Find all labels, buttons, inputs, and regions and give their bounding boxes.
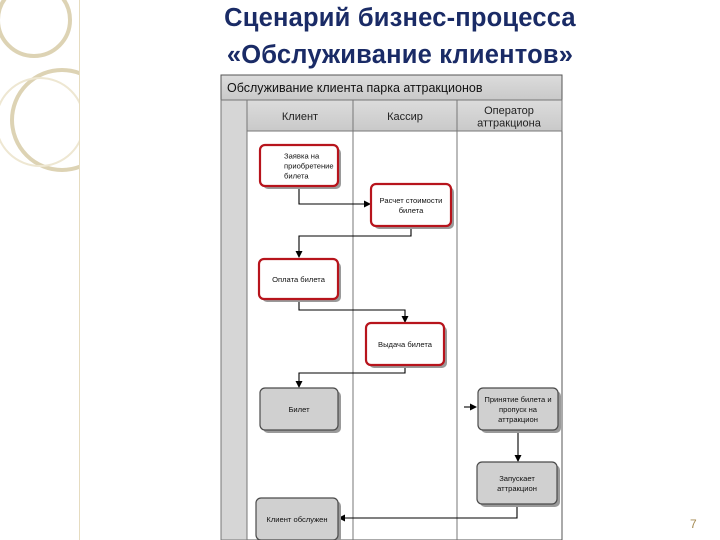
task-label: билета [399,206,424,215]
slide-title-line2: «Обслуживание клиентов» [226,41,574,69]
lane-label-cashier: Кассир [387,111,423,123]
task-box [259,387,339,431]
task-label: Принятие билета и [484,395,551,404]
sequence-flow-t2-t3 [295,226,412,258]
task-label: билета [284,172,309,181]
sequence-flow-t7-t8 [338,504,518,522]
decorative-divider [79,0,80,540]
task-box [477,387,559,431]
task-label: Заявка на [284,152,320,161]
lane-label-client: Клиент [282,111,318,123]
task-box [255,497,339,540]
lane-label-operator-line2: аттракциона [477,117,542,129]
task-label: Клиент обслужен [266,515,327,524]
page-number: 7 [690,517,697,531]
task-box [257,257,340,301]
lane-header-client [246,99,354,132]
task-box [369,182,453,228]
slide-title-line1: Сценарий бизнес-процесса [224,4,576,32]
pool-left-gutter [220,99,248,540]
sequence-flow-t3-t4 [298,299,409,323]
task-client-served[interactable]: Клиент обслужен [255,497,341,540]
task-label: Билет [288,405,310,414]
task-ticket[interactable]: Билет [259,387,341,433]
lane-header-operator [456,99,563,132]
pool-title-bar [220,74,563,101]
lane-label-operator-line1: Оператор [484,105,534,117]
task-label: приобретение [284,162,334,171]
task-label: Выдача билета [378,340,433,349]
task-label: Оплата билета [272,275,326,284]
decorative-rings [0,0,80,172]
task-box [258,143,340,188]
task-ticket-payment[interactable]: Оплата билета [257,257,341,302]
task-label: аттракцион [497,484,537,493]
task-box [364,321,446,367]
task-label: пропуск на [499,405,538,414]
task-ticket-issue[interactable]: Выдача билета [364,321,447,368]
pool-title: Обслуживание клиента парка аттракционов [227,81,483,95]
task-label: Запускает [499,474,535,483]
sequence-flow-t4-t5 [295,365,406,388]
task-label: аттракцион [498,415,538,424]
task-box [476,461,558,505]
sequence-flow-t1-t2 [298,186,371,208]
task-label: Расчет стоимости [380,196,443,205]
